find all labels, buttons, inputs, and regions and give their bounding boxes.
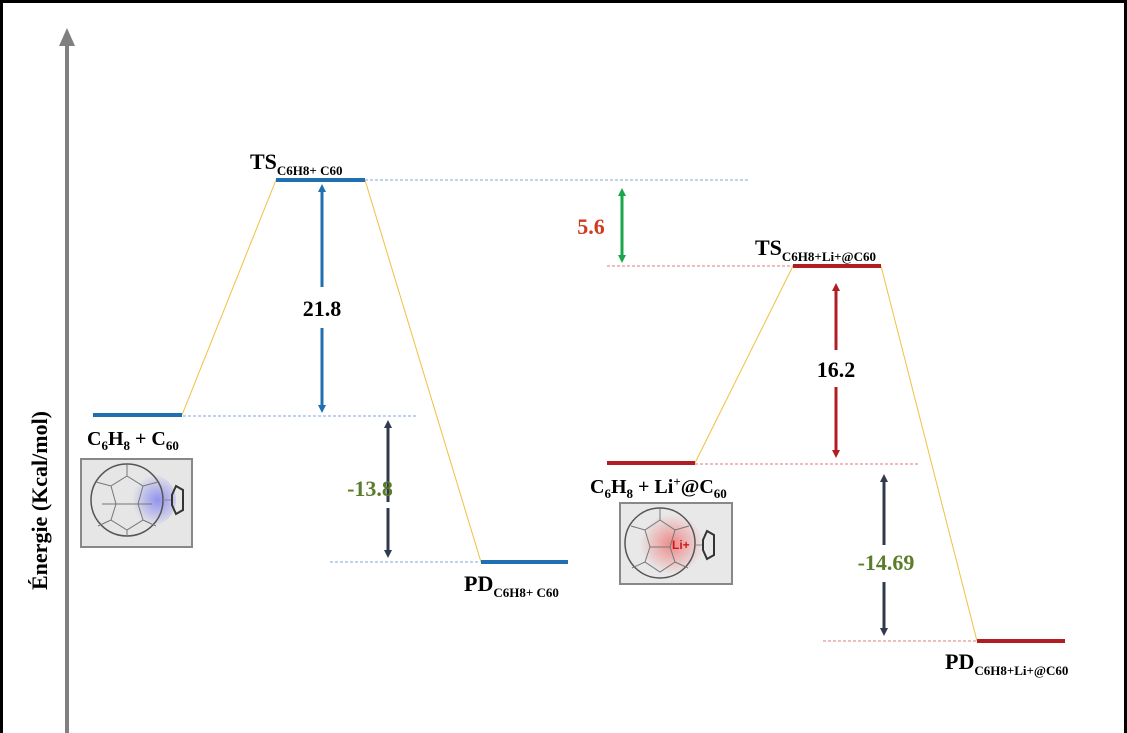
pd-c60-label: PDC6H8+ C60 xyxy=(464,571,559,600)
reaction-c60-value: -13.8 xyxy=(347,476,393,501)
barrier-li-value: 16.2 xyxy=(817,357,856,382)
energy-axis xyxy=(59,28,75,733)
ts-c60-label: TSC6H8+ C60 xyxy=(250,149,342,178)
reaction-li-value: -14.69 xyxy=(858,550,915,575)
svg-text:Li+: Li+ xyxy=(672,538,690,552)
energy-levels xyxy=(93,178,1065,643)
axis-arrow-icon xyxy=(59,28,75,46)
barrier-c60-value: 21.8 xyxy=(303,296,342,321)
ts-li-label: TSC6H8+Li+@C60 xyxy=(755,235,876,264)
barrier-diff-value: 5.6 xyxy=(577,214,605,239)
fullerene-li-image: Li+ xyxy=(619,502,733,585)
connector-lines xyxy=(181,179,978,642)
reactant-li-label: C6H8 + Li+@C60 xyxy=(590,474,727,501)
fullerene-c60-image xyxy=(80,458,193,548)
reference-lines xyxy=(183,179,978,642)
reactant-c60-label: C6H8 + C60 xyxy=(87,428,179,453)
pd-li-label: PDC6H8+Li+@C60 xyxy=(945,649,1068,678)
y-axis-label: Énergie (Kcal/mol) xyxy=(27,411,52,590)
